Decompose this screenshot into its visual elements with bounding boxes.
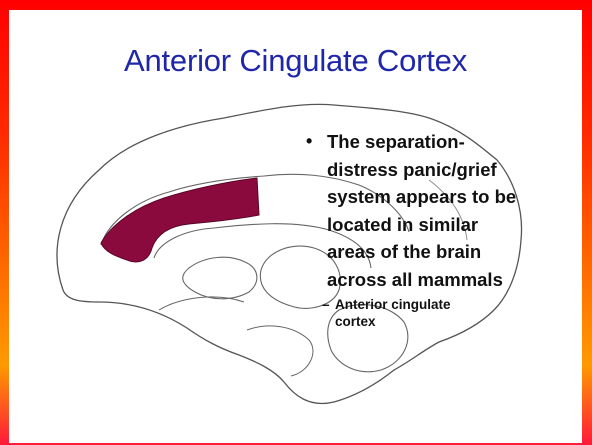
slide: Anterior Cingulate Cortex • The separati… bbox=[9, 10, 582, 443]
bullet-item: • The separation- distress panic/grief s… bbox=[301, 128, 591, 293]
bullet-list: • The separation- distress panic/grief s… bbox=[301, 128, 591, 330]
sub-bullet-line: Anterior cingulate bbox=[335, 296, 495, 313]
bullet-line: The separation- bbox=[327, 128, 591, 156]
bullet-line: distress panic/grief bbox=[327, 156, 591, 184]
bullet-line: system appears to be bbox=[327, 183, 591, 211]
sub-bullet-marker: – bbox=[322, 296, 330, 313]
bullet-line: areas of the brain bbox=[327, 238, 591, 266]
bullet-line: across all mammals bbox=[327, 266, 591, 294]
bullet-line: located in similar bbox=[327, 211, 591, 239]
sub-bullet-line: cortex bbox=[335, 313, 495, 330]
sub-bullet-item: – Anterior cingulate cortex bbox=[301, 296, 495, 330]
slide-title: Anterior Cingulate Cortex bbox=[9, 43, 582, 79]
bullet-dot-icon: • bbox=[306, 128, 312, 156]
